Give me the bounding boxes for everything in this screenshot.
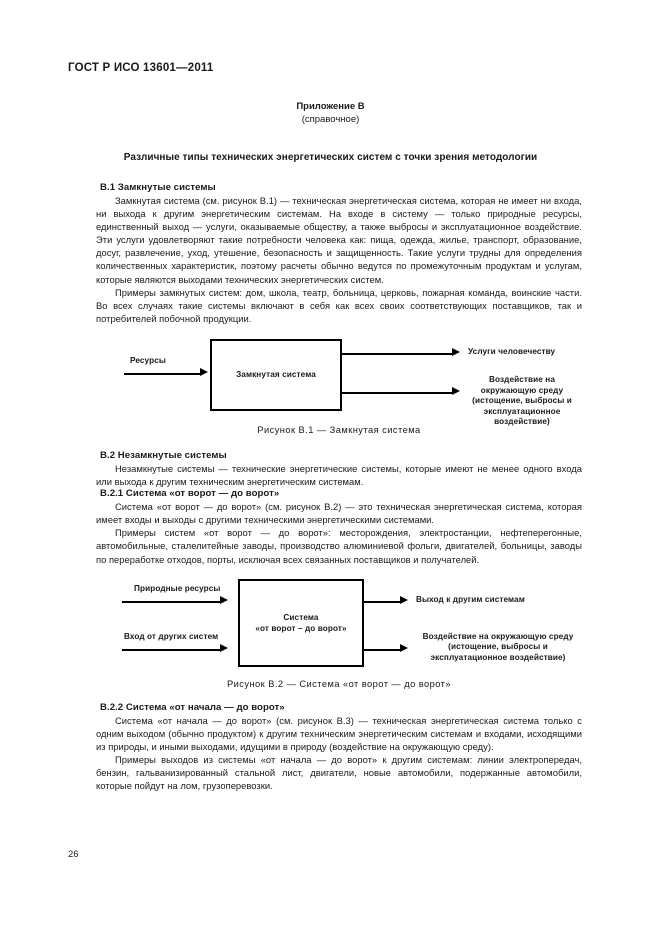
section-heading-b1: В.1 Замкнутые системы bbox=[100, 182, 216, 193]
annex-title: Различные типы технических энергетически… bbox=[123, 152, 538, 163]
figure-b1-output2-label: Воздействие на окружающую среду (истощен… bbox=[472, 374, 572, 427]
figure-b1-system-box: Замкнутая система bbox=[210, 338, 342, 411]
paragraph: Система «от начала — до ворот» (см. рису… bbox=[96, 714, 582, 752]
paragraph: Незамкнутые системы — технические энерге… bbox=[96, 462, 582, 488]
annex-name: Приложение В bbox=[296, 101, 365, 112]
figure-b1-box-label: Замкнутая система bbox=[236, 370, 316, 380]
figure-b2: Система «от ворот – до ворот» Природные … bbox=[96, 578, 582, 689]
section-heading-b21: В.2.1 Система «от ворот — до ворот» bbox=[100, 488, 280, 500]
figure-b2-input2-label: Вход от других систем bbox=[124, 631, 219, 641]
paragraph: Замкнутая система (см. рисунок В.1) — те… bbox=[96, 195, 582, 285]
section-heading-b22: В.2.2 Система «от начала — до ворот» bbox=[100, 701, 285, 713]
figure-b2-output1-label: Выход к другим системам bbox=[416, 594, 525, 604]
figure-b2-system-box: Система «от ворот – до ворот» bbox=[238, 578, 364, 667]
figure-b2-box-label-line2: «от ворот – до ворот» bbox=[255, 623, 347, 633]
figure-b2-output2-arrow-head bbox=[400, 644, 408, 653]
annex-kind: (справочное) bbox=[301, 114, 360, 125]
figure-b2-input1-arrow-head bbox=[220, 596, 228, 605]
paragraph: Система «от ворот — до ворот» (см. рисун… bbox=[96, 501, 582, 526]
figure-b2-input2-arrow-head bbox=[220, 644, 228, 653]
section-heading-b2: В.2 Незамкнутые системы bbox=[100, 449, 227, 461]
paragraph: Примеры замкнутых систем: дом, школа, те… bbox=[96, 286, 582, 324]
figure-b2-input1-label: Природные ресурсы bbox=[134, 583, 221, 593]
figure-b1-output2-arrow-line bbox=[342, 391, 454, 394]
figure-b2-input1-arrow-line bbox=[122, 600, 222, 603]
figure-b1-output1-arrow-line bbox=[342, 352, 454, 355]
figure-b2-caption: Рисунок В.2 — Система «от ворот — до вор… bbox=[226, 678, 452, 689]
figure-b1-input-label: Ресурсы bbox=[130, 355, 166, 365]
figure-b1: Замкнутая система Ресурсы Услуги человеч… bbox=[96, 338, 582, 447]
page-number: 26 bbox=[68, 848, 79, 859]
figure-b2-output2-label: Воздействие на окружающую среду (истощен… bbox=[422, 631, 574, 662]
figure-b1-output1-label: Услуги человечеству bbox=[468, 346, 556, 356]
figure-b2-input2-arrow-line bbox=[122, 648, 222, 651]
figure-b1-caption: Рисунок В.1 — Замкнутая система bbox=[257, 424, 421, 435]
figure-b2-output1-arrow-line bbox=[364, 600, 402, 603]
figure-b1-input-arrow-head bbox=[200, 368, 208, 377]
figure-b1-input-arrow-line bbox=[124, 372, 202, 375]
paragraph: Примеры систем «от ворот — до ворот»: ме… bbox=[96, 527, 582, 565]
paragraph: Примеры выходов из системы «от начала — … bbox=[96, 753, 582, 792]
figure-b2-output1-arrow-head bbox=[400, 596, 408, 605]
figure-b2-box-label-line1: Система bbox=[283, 612, 319, 622]
figure-b2-output2-arrow-line bbox=[364, 648, 402, 651]
annex-heading-block: Приложение В (справочное) bbox=[0, 100, 661, 126]
document-body: В.1 Замкнутые системы Замкнутая система … bbox=[96, 182, 582, 792]
figure-b1-output2-arrow-head bbox=[452, 387, 460, 396]
standard-number: ГОСТ Р ИСО 13601—2011 bbox=[68, 62, 214, 74]
figure-b1-output1-arrow-head bbox=[452, 348, 460, 357]
